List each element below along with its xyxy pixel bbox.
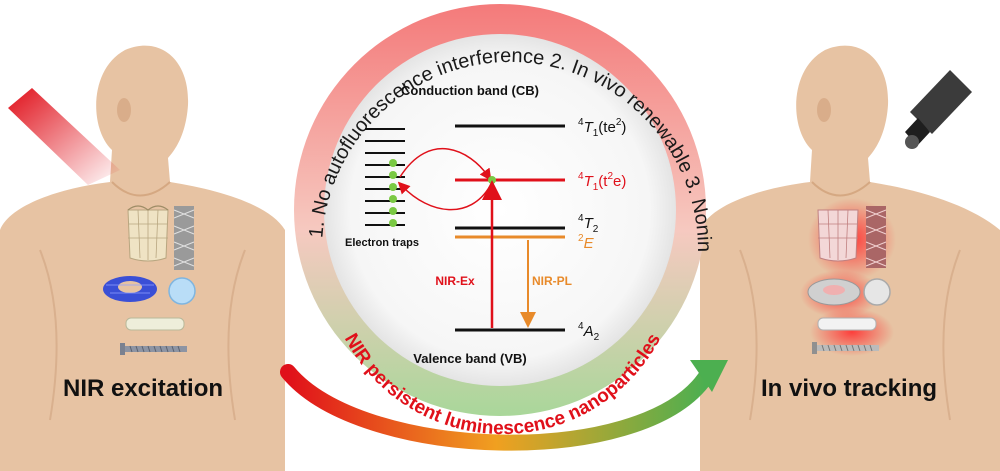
heart-valve-implant: [127, 205, 169, 262]
sup: 4: [578, 117, 584, 128]
sup: 2: [578, 233, 584, 244]
electron: [389, 159, 397, 167]
heart-valve-implant: [817, 209, 859, 262]
main: T: [584, 119, 595, 136]
ring-implant: [807, 278, 861, 306]
energy-diagram: Conduction band (CB) Valence band (VB) E…: [345, 83, 626, 366]
traps-label: Electron traps: [345, 237, 419, 249]
label-t2: 4T2: [578, 213, 599, 235]
sup: 4: [578, 213, 584, 224]
main: T: [584, 173, 595, 190]
disc-implant: [168, 277, 196, 305]
electron: [389, 195, 397, 203]
electron: [389, 171, 397, 179]
right-implants: [800, 198, 896, 356]
main: A: [583, 323, 594, 340]
sub: 2: [594, 332, 600, 343]
nir-light-beam: [8, 88, 120, 185]
end: e): [613, 173, 626, 190]
label-e2: 2E: [578, 233, 595, 252]
label-a2: 4A2: [578, 321, 600, 343]
bone-screw-implant: [120, 343, 187, 355]
label-t1-te2: 4T1(te2): [578, 117, 626, 139]
vb-label: Valence band (VB): [413, 351, 526, 366]
inner-disk: [324, 34, 676, 386]
sup2: 2: [616, 117, 622, 128]
end: ): [621, 119, 626, 136]
left-caption: NIR excitation: [63, 375, 223, 402]
sup: 4: [578, 171, 584, 182]
left-implants: [103, 205, 196, 355]
stent-implant: [173, 206, 195, 270]
sup2: 2: [607, 171, 613, 182]
bone-screw-implant: [812, 342, 879, 354]
sub: 1: [593, 182, 599, 193]
electron: [389, 183, 397, 191]
nir-pl-label: NIR-PL: [532, 274, 572, 288]
rest: (te: [598, 119, 616, 136]
ring-implant: [103, 276, 157, 302]
main: E: [584, 235, 595, 252]
disc-implant: [863, 278, 891, 306]
label-t1-t2e: 4T1(t2e): [578, 171, 626, 193]
electron: [389, 207, 397, 215]
electron: [389, 219, 397, 227]
cb-label: Conduction band (CB): [401, 83, 539, 98]
rest: (t: [598, 173, 608, 190]
main: T: [584, 215, 595, 232]
electron: [488, 176, 496, 184]
sub: 2: [593, 224, 599, 235]
electron-traps: [365, 128, 492, 227]
bottom-arc-arrow: [280, 360, 728, 451]
sup: 4: [578, 321, 584, 332]
right-caption: In vivo tracking: [761, 375, 937, 402]
tube-implant: [817, 317, 877, 331]
camera-icon: [905, 70, 972, 149]
sub: 1: [593, 128, 599, 139]
tube-implant: [125, 317, 185, 331]
stent-implant: [865, 206, 887, 268]
nir-ex-label: NIR-Ex: [435, 274, 475, 288]
